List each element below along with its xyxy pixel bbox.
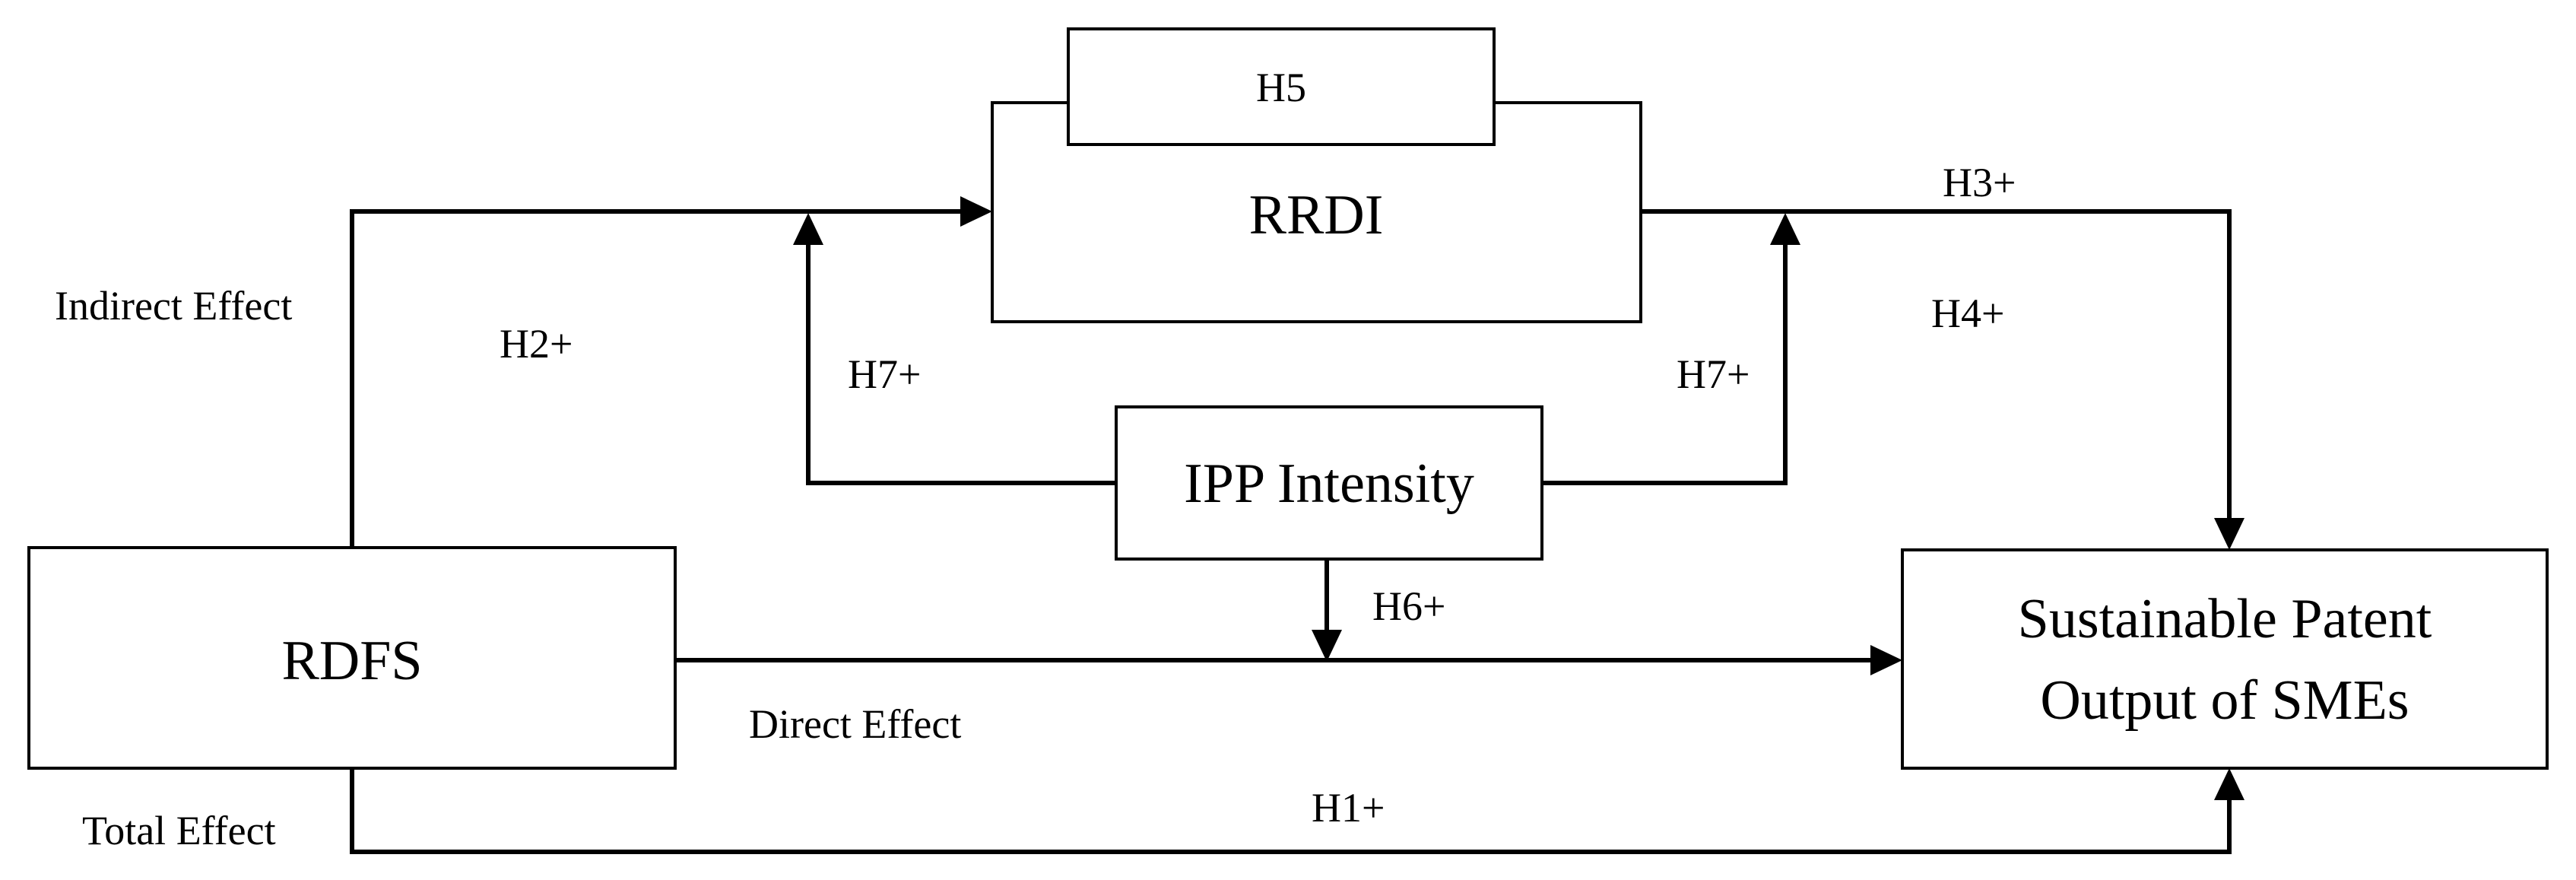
indirect-path-line (350, 209, 962, 548)
h7-right-label: H7+ (1677, 351, 1750, 397)
rdfs-box (27, 546, 677, 770)
h1-label: H1+ (1312, 785, 1385, 831)
outcome-label-line1: Sustainable Patent (2018, 588, 2432, 650)
rrdi-label: RRDI (1249, 184, 1384, 246)
h3-label: H3+ (1943, 160, 2016, 205)
h4-label: H4+ (1931, 291, 2004, 336)
h2-label: H2+ (500, 321, 573, 367)
ipp-moderation-left-line (806, 243, 1116, 485)
rrdi-to-outcome-line (1641, 209, 2232, 521)
arrowhead-moderation-right (1770, 213, 1800, 245)
total-path-line (350, 768, 2232, 854)
arrowhead-to-rrdi (960, 196, 992, 227)
h5-label: H5 (1256, 65, 1306, 110)
sustainable-patent-output-box (1901, 548, 2549, 770)
arrowhead-moderation-direct (1312, 630, 1342, 662)
total-effect-label: Total Effect (82, 808, 276, 853)
ipp-moderation-right-line (1542, 243, 1788, 485)
outcome-label-line2: Output of SMEs (2040, 669, 2409, 732)
arrowhead-total (2214, 768, 2244, 800)
arrowhead-to-outcome-top (2214, 518, 2244, 550)
rdfs-label: RDFS (281, 630, 422, 692)
direct-effect-label: Direct Effect (749, 701, 961, 747)
h6-label: H6+ (1372, 583, 1445, 629)
ipp-intensity-label: IPP Intensity (1184, 453, 1474, 515)
ipp-intensity-box (1115, 405, 1543, 561)
arrowhead-direct (1870, 645, 1902, 675)
h7-left-label: H7+ (848, 351, 921, 397)
h5-box (1067, 27, 1496, 146)
arrowhead-moderation-left (793, 213, 823, 245)
indirect-effect-label: Indirect Effect (55, 283, 292, 329)
